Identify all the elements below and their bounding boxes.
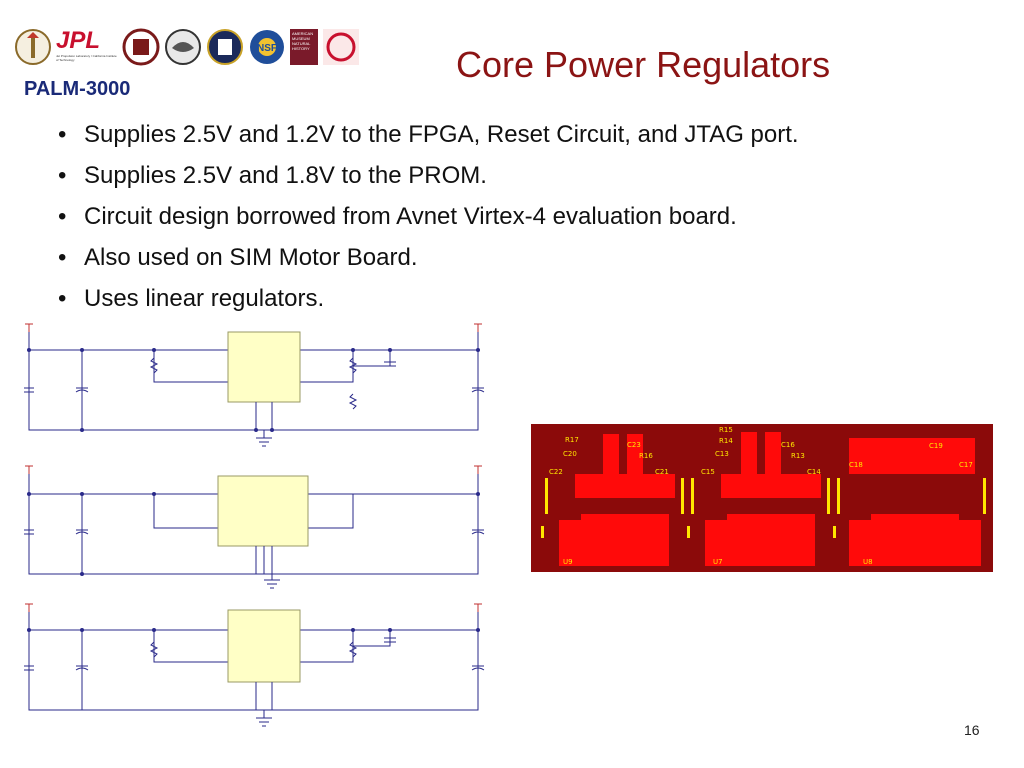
nsf-logo-text: NSF <box>257 43 277 54</box>
pcb-layout: R17 C20 C23 R16 C22 C21 R15 R14 C13 C16 … <box>531 424 993 572</box>
logo-row: JPL Jet Propulsion Laboratory / Californ… <box>14 26 360 68</box>
pcb-label: U7 <box>713 558 723 566</box>
regulator-u9 <box>227 331 301 403</box>
amnh-logo-icon: AMERICAN MUSEUM NATURAL HISTORY <box>290 29 318 65</box>
jpl-logo-icon: JPL <box>56 27 101 54</box>
jpl-logo-subtext: Jet Propulsion Laboratory / California I… <box>56 54 117 62</box>
regulator-u8 <box>227 609 301 683</box>
jpl-logo: JPL Jet Propulsion Laboratory / Californ… <box>56 28 118 66</box>
pcb-label: C19 <box>929 442 943 450</box>
pcb-label: U8 <box>863 558 873 566</box>
pcb-label: R16 <box>639 452 653 460</box>
bullet-item: Circuit design borrowed from Avnet Virte… <box>58 200 799 241</box>
bullet-item: Supplies 2.5V and 1.2V to the FPGA, Rese… <box>58 118 799 159</box>
eagle-seal-logo-icon <box>165 29 201 65</box>
regulator-schematic <box>24 323 485 727</box>
pcb-label: C14 <box>807 468 821 476</box>
regulator-circuit-1 <box>24 323 485 447</box>
bullet-list: Supplies 2.5V and 1.2V to the FPGA, Rese… <box>58 118 799 323</box>
pcb-label: C13 <box>715 450 729 458</box>
oxford-seal-logo-icon <box>207 29 243 65</box>
slide-title: Core Power Regulators <box>456 44 831 85</box>
pcb-label: C21 <box>655 468 669 476</box>
pcb-label: R17 <box>565 436 579 444</box>
pcb-label: C22 <box>549 468 563 476</box>
regulator-circuit-2 <box>24 465 485 589</box>
regulator-u7 <box>217 475 309 547</box>
bullet-item: Supplies 2.5V and 1.8V to the PROM. <box>58 159 799 200</box>
pcb-label: U9 <box>563 558 573 566</box>
bullet-item: Also used on SIM Motor Board. <box>58 241 799 282</box>
pcb-label: C16 <box>781 441 795 449</box>
pcb-label: C18 <box>849 461 863 469</box>
brand-label: PALM-3000 <box>24 78 131 100</box>
nsf-logo-icon: NSF <box>250 30 284 64</box>
regulator-circuit-3 <box>24 603 485 727</box>
page-number: 16 <box>964 722 980 738</box>
pcb-label: C23 <box>627 441 641 449</box>
university-seal-logo-icon <box>122 28 160 66</box>
bullet-item: Uses linear regulators. <box>58 282 799 323</box>
pcb-label: C15 <box>701 468 715 476</box>
pcb-label: C17 <box>959 461 973 469</box>
pcb-label: C20 <box>563 450 577 458</box>
pcb-label: R15 <box>719 426 733 434</box>
pcb-label: R13 <box>791 452 805 460</box>
amnh-logo-text: AMERICAN MUSEUM NATURAL HISTORY <box>292 31 314 51</box>
pcb-label: R14 <box>719 437 733 445</box>
circle-logo-icon <box>323 29 359 65</box>
torch-seal-logo-icon <box>15 29 51 65</box>
